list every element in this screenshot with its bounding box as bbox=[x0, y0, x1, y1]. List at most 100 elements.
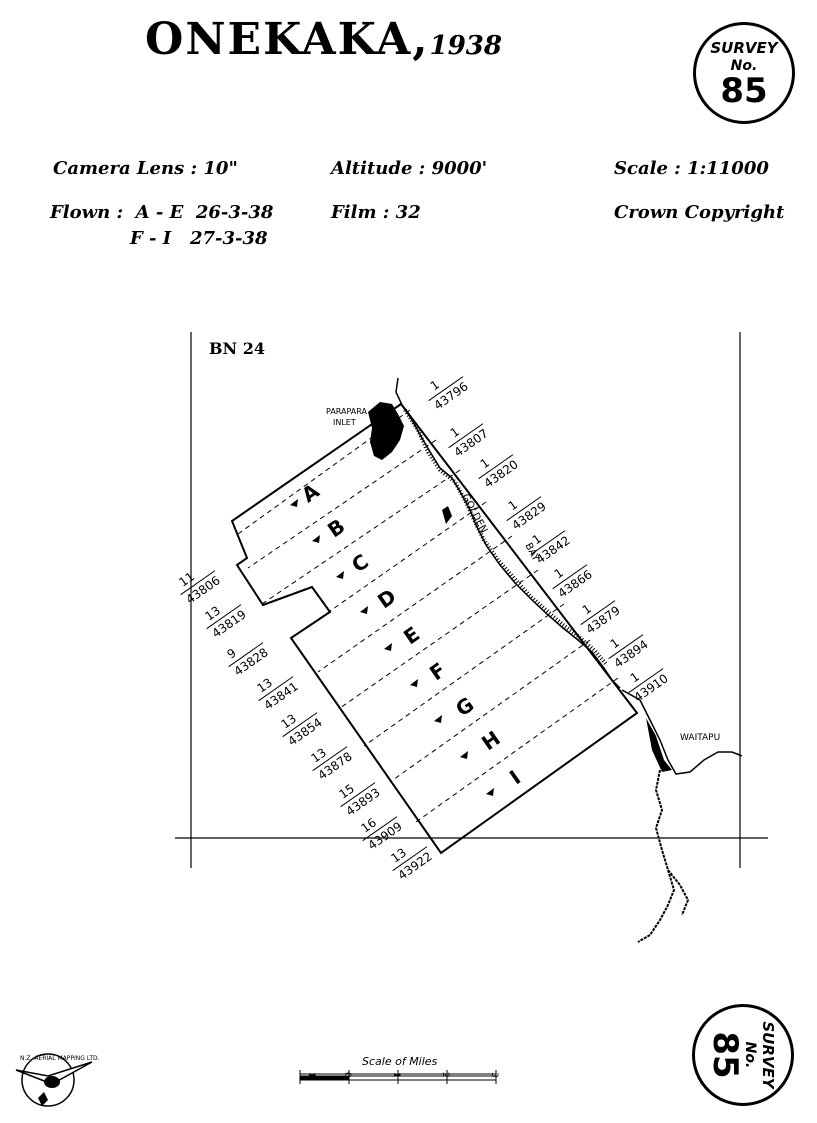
place-inlet: INLET bbox=[333, 418, 356, 427]
scale-bar: 1 0 1 2 3 bbox=[299, 1070, 499, 1084]
run-letter-d: D bbox=[373, 584, 400, 613]
run-letter-a: A bbox=[297, 478, 324, 507]
end-label-d: 13 43841 bbox=[254, 675, 300, 712]
badge-bottom-survey-label: SURVEY bbox=[759, 1021, 777, 1089]
arrow-c bbox=[336, 571, 344, 579]
title-year: 1938 bbox=[429, 31, 502, 61]
start-g-top: 1 bbox=[580, 601, 594, 617]
end-label-e: 13 43854 bbox=[278, 711, 324, 748]
end-a-top: 11 bbox=[176, 569, 197, 589]
scale-info: Scale : 1:11000 bbox=[614, 158, 769, 179]
survey-block-boundary bbox=[230, 402, 639, 855]
start-i-top: 1 bbox=[628, 669, 642, 685]
start-label-h: 1 43894 bbox=[608, 634, 651, 671]
run-letter-e: E bbox=[399, 622, 424, 650]
start-label-c: 1 43820 bbox=[478, 454, 521, 491]
scale-tick-1: 1 bbox=[306, 1072, 316, 1078]
end-g-top: 15 bbox=[336, 781, 357, 801]
end-i-top: 13 bbox=[388, 845, 409, 865]
run-letter-h: H bbox=[477, 726, 504, 755]
direction-arrows bbox=[290, 499, 494, 796]
arrow-a bbox=[290, 499, 298, 507]
parapara-inlet-shape bbox=[368, 402, 404, 460]
start-d-top: 1 bbox=[506, 497, 520, 513]
flight-line-h bbox=[389, 639, 591, 783]
flight-line-f bbox=[339, 569, 539, 709]
place-waitapu: WAITAPU bbox=[680, 733, 720, 743]
place-parapara: PARAPARA bbox=[326, 407, 368, 416]
run-letters: A B C D E F G H I bbox=[297, 478, 525, 789]
run-letter-g: G bbox=[451, 692, 478, 721]
arrow-f bbox=[410, 679, 418, 687]
end-label-c: 9 43828 bbox=[224, 642, 271, 679]
coast-hatching bbox=[403, 408, 608, 666]
small-island bbox=[442, 506, 452, 524]
flight-line-i bbox=[415, 677, 619, 823]
run-letter-i: I bbox=[505, 765, 525, 789]
flight-lines bbox=[237, 409, 619, 823]
end-label-a: 11 43806 bbox=[176, 569, 222, 606]
run-letter-c: C bbox=[347, 549, 373, 577]
flight-line-e bbox=[317, 535, 513, 673]
sheet-label: BN 24 bbox=[209, 339, 265, 358]
flight-line-a bbox=[237, 409, 411, 535]
flight-line-c bbox=[261, 469, 461, 605]
flown-info-2: F - I 27-3-38 bbox=[130, 228, 268, 249]
badge-bottom-number: 85 bbox=[705, 1031, 745, 1079]
end-c-top: 9 bbox=[224, 646, 238, 662]
nz-aerial-mapping-logo: N.Z. AERIAL MAPPING LTD. bbox=[15, 1053, 100, 1107]
start-h-top: 1 bbox=[608, 635, 622, 651]
badge-number: 85 bbox=[720, 71, 768, 111]
start-c-top: 1 bbox=[478, 455, 492, 471]
arrow-i bbox=[486, 788, 494, 796]
end-h-top: 16 bbox=[358, 815, 379, 835]
end-c-bottom: 43828 bbox=[231, 645, 270, 678]
start-a-top: 1 bbox=[428, 377, 442, 393]
altitude-info: Altitude : 9000' bbox=[331, 158, 488, 179]
waitapu-coast bbox=[621, 689, 743, 775]
end-b-top: 13 bbox=[202, 603, 223, 623]
river-branch bbox=[667, 869, 690, 916]
arrow-b bbox=[312, 535, 320, 543]
scale-tick-0: 0 bbox=[342, 1072, 352, 1078]
copyright-info: Crown Copyright bbox=[614, 202, 785, 223]
flown-info: Flown : A - E 26-3-38 bbox=[50, 202, 274, 223]
coastline bbox=[395, 377, 621, 689]
scale-label: Scale of Miles bbox=[362, 1055, 438, 1068]
waitapu-shape bbox=[646, 718, 672, 772]
arrow-d bbox=[360, 606, 368, 614]
arrow-e bbox=[384, 643, 392, 651]
start-label-b: 1 43807 bbox=[448, 423, 491, 460]
flight-line-d bbox=[299, 501, 487, 633]
survey-badge-top: SURVEY No. 85 bbox=[693, 22, 795, 124]
arrow-h bbox=[460, 751, 468, 759]
map-title: ONEKAKA,1938 bbox=[145, 14, 502, 65]
scale-tick-2: 2 bbox=[440, 1072, 450, 1078]
start-label-g: 1 43879 bbox=[580, 600, 623, 637]
end-label-f: 13 43878 bbox=[308, 745, 354, 782]
camera-lens-info: Camera Lens : 10" bbox=[53, 158, 238, 179]
start-label-d: 1 43829 bbox=[506, 496, 549, 533]
run-letter-b: B bbox=[323, 514, 349, 542]
river bbox=[637, 769, 676, 943]
end-label-i: 13 43922 bbox=[388, 845, 434, 882]
badge-survey-label: SURVEY bbox=[710, 39, 778, 57]
survey-badge-bottom: SURVEY No. 85 bbox=[692, 1004, 794, 1106]
start-f-top: 1 bbox=[552, 565, 566, 581]
arrow-g bbox=[434, 715, 442, 723]
run-start-labels: 1 43796 1 43807 1 43820 1 43829 1 43842 … bbox=[428, 376, 671, 705]
end-e-top: 13 bbox=[278, 711, 299, 731]
end-label-g: 15 43893 bbox=[336, 781, 382, 818]
film-info: Film : 32 bbox=[331, 202, 421, 223]
end-label-b: 13 43819 bbox=[202, 603, 248, 640]
start-label-a: 1 43796 bbox=[428, 376, 471, 413]
end-f-top: 13 bbox=[308, 745, 329, 765]
flight-line-g bbox=[363, 603, 565, 747]
logo-text: N.Z. AERIAL MAPPING LTD. bbox=[20, 1055, 100, 1062]
run-letter-f: F bbox=[425, 658, 450, 686]
end-d-top: 13 bbox=[254, 675, 275, 695]
title-text: ONEKAKA, bbox=[145, 14, 430, 65]
start-b-top: 1 bbox=[448, 424, 462, 440]
badge-no-label: No. bbox=[730, 58, 758, 74]
